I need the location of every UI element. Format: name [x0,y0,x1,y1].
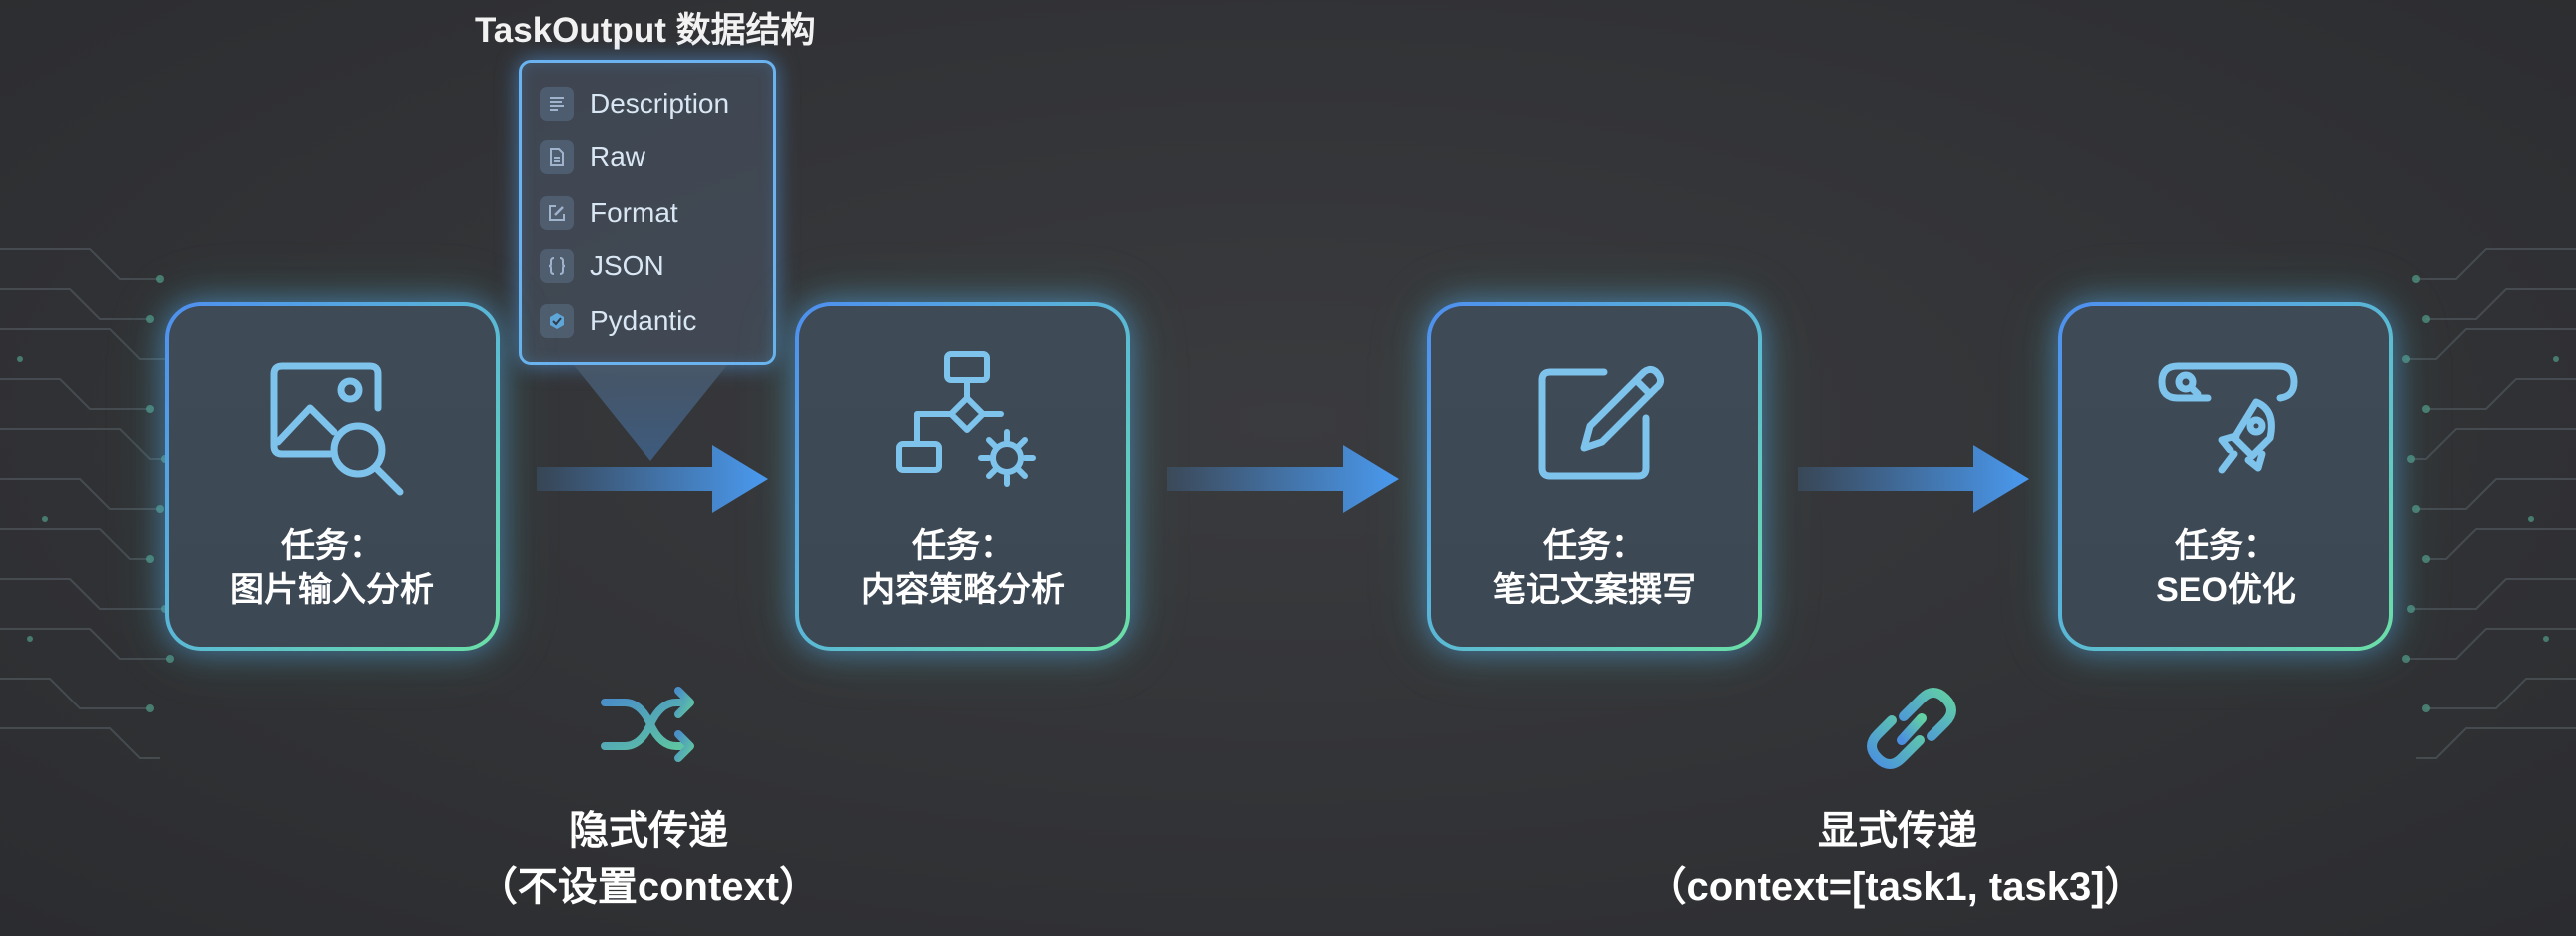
braces-icon [540,249,574,283]
explicit-passing-title: 显式传递 [1818,809,1977,853]
flow-arrow-2 [1167,445,1399,513]
taskoutput-panel-title: TaskOutput 数据结构 [475,11,816,50]
flow-arrow-1 [537,445,768,513]
edit-icon [540,196,574,230]
image-search-icon [270,362,404,496]
task-node-seo-optimization: 任务： SEO优化 [2058,302,2393,651]
task-label-prefix: 任务： [912,527,1014,565]
task-node-note-writing: 任务： 笔记文案撰写 [1427,302,1762,651]
panel-item-label: JSON [590,250,664,281]
panel-item-description: Description [540,82,729,126]
task-label-name: 笔记文案撰写 [1493,571,1696,609]
text-lines-icon [540,87,574,121]
pen-square-icon [1538,365,1665,480]
implicit-passing-subtitle: （不设置context） [477,865,820,909]
explicit-passing-subtitle: （context=[task1, task3]） [1646,865,2145,909]
document-icon [540,140,574,174]
flow-arrow-3 [1798,445,2029,513]
panel-item-json: JSON [540,244,664,288]
task-label-name: 内容策略分析 [861,571,1065,609]
task-node-image-analysis: 任务： 图片输入分析 [165,302,500,651]
panel-item-label: Format [590,197,678,228]
panel-item-raw: Raw [540,135,645,179]
flowchart-gear-icon [896,351,1036,487]
task-node-content-strategy: 任务： 内容策略分析 [795,302,1130,651]
panel-item-label: Pydantic [590,305,697,336]
pydantic-shield-icon [540,304,574,338]
task-label-prefix: 任务： [1543,527,1645,565]
panel-item-format: Format [540,191,678,234]
task-label-prefix: 任务： [2175,527,2277,565]
panel-item-label: Raw [590,141,646,172]
task-label-prefix: 任务： [281,527,383,565]
task-label-name: 图片输入分析 [230,571,434,609]
task-label-name: SEO优化 [2156,571,2296,609]
taskoutput-panel: Description Raw Format JSON Pydantic [519,60,776,365]
shuffle-icon [601,687,694,762]
implicit-passing-title: 隐式传递 [569,809,728,853]
circuit-decoration-right [2402,248,2576,759]
search-rocket-icon [2158,362,2298,474]
circuit-decoration-left [0,248,174,759]
panel-item-label: Description [590,88,730,119]
panel-pointer [574,365,727,461]
link-icon [1867,688,1956,769]
panel-item-pydantic: Pydantic [540,299,696,343]
